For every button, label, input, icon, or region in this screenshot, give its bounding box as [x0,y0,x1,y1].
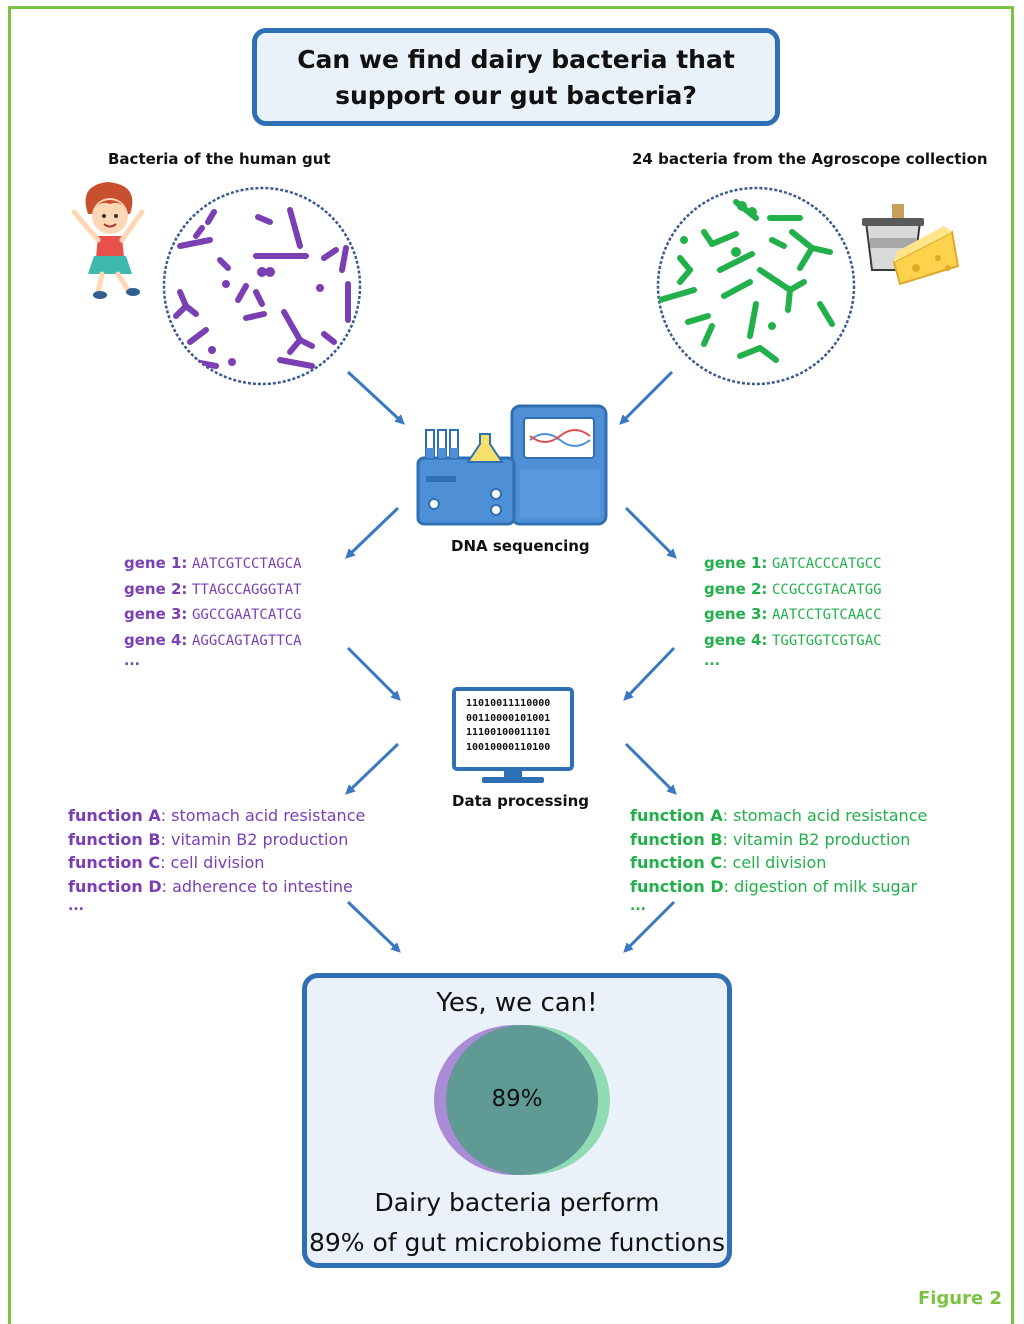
binary-line: 00110000101001 [466,712,551,724]
arrow-dairy-genes-to-processing [623,646,676,701]
arrow-processing-to-dairy-functions [624,742,677,795]
function-desc: : stomach acid resistance [160,806,366,825]
function-desc: : vitamin B2 production [160,829,349,849]
result-caption-line2: 89% of gut microbiome functions [308,1228,726,1257]
flow-arrows [345,370,677,953]
sequencer-icon [416,404,608,526]
gene-sequence: TTAGCCAGGGTAT [192,581,302,598]
gene-sequence: AATCCTGTCAACC [772,607,882,623]
ellipsis: ... [704,653,720,669]
gut-gene-list: gene 1:AATCGTCCTAGCA gene 2:TTAGCCAGGGTA… [124,551,302,669]
ellipsis: ... [630,898,646,914]
gene-label: gene 4: [124,630,188,649]
gene-label: gene 2: [124,579,188,598]
binary-line: 11010011110000 [466,698,551,709]
overlap-percent: 89% [491,1086,543,1112]
function-desc: : vitamin B2 production [722,829,911,849]
gene-sequence: AATCGTCCTAGCA [192,556,302,572]
list-item: function D: digestion of milk sugar [630,875,927,899]
list-item: gene 1:GATCACCCATGCC [704,551,882,577]
function-desc: : cell division [722,853,827,872]
gut-bacteria-circle [162,186,362,386]
arrow-processing-to-gut-functions [345,742,400,795]
list-item: gene 2:TTAGCCAGGGTAT [124,577,302,603]
figure-frame [8,6,1014,1324]
list-item: function C: cell division [630,851,927,875]
arrow-dairy-functions-to-result [623,900,676,953]
list-item: function B: vitamin B2 production [630,828,927,852]
binary-line: 10010000110100 [466,741,551,753]
gut-function-list: function A: stomach acid resistance func… [68,804,365,914]
arrow-sequencer-to-dairy-genes [624,506,677,559]
arrow-sequencer-to-gut-genes [345,506,400,559]
gene-sequence: TGGTGGTCGTGAC [772,632,882,649]
venn-diagram [434,1025,610,1175]
venn-overlap [446,1025,598,1175]
arrow-gut-to-sequencer [346,370,405,425]
gene-label: gene 2: [704,579,768,598]
gene-label: gene 3: [124,605,188,623]
function-desc: : cell division [160,853,265,872]
gene-label: gene 4: [704,630,768,649]
title-text: Can we find dairy bacteria that support … [297,45,735,110]
result-caption-line1: Dairy bacteria perform [374,1188,660,1217]
dairy-header: 24 bacteria from the Agroscope collectio… [632,150,988,168]
gene-label: gene 3: [704,605,768,623]
arrow-gut-functions-to-result [346,900,401,953]
list-item: gene 4:TGGTGGTCGTGAC [704,628,882,654]
gene-label: gene 1: [124,554,188,572]
list-item: function C: cell division [68,851,365,875]
function-name: function C [630,853,723,872]
function-desc: : adherence to intestine [161,876,353,896]
gene-sequence: GGCCGAATCATCG [192,607,302,623]
gene-sequence: GATCACCCATGCC [772,556,882,572]
list-item: function A: stomach acid resistance [630,804,927,828]
sequencing-label: DNA sequencing [451,537,590,555]
computer-monitor-icon [452,687,574,783]
function-name: function D [630,876,724,896]
binary-display: 11010011110000 00110000101001 1110010001… [466,697,550,755]
arrow-gut-genes-to-processing [346,646,401,701]
child-icon [71,182,145,299]
function-name: function C [68,853,161,872]
list-item: function D: adherence to intestine [68,875,365,899]
function-desc: : stomach acid resistance [722,806,928,825]
arrow-dairy-to-sequencer [619,370,674,425]
ellipsis: ... [68,898,84,914]
result-heading: Yes, we can! [436,988,598,1018]
gene-sequence: CCGCCGTACATGG [772,581,882,598]
list-item: function A: stomach acid resistance [68,804,365,828]
list-item: gene 3:AATCCTGTCAACC [704,602,882,628]
dairy-gene-list: gene 1:GATCACCCATGCC gene 2:CCGCCGTACATG… [704,551,882,669]
title-box: Can we find dairy bacteria that support … [252,28,780,126]
list-item: function B: vitamin B2 production [68,828,365,852]
list-item: gene 1:AATCGTCCTAGCA [124,551,302,577]
gene-label: gene 1: [704,554,768,572]
function-name: function B [630,829,723,849]
ellipsis: ... [124,653,140,669]
list-item: gene 3:GGCCGAATCATCG [124,602,302,628]
function-name: function D [68,876,162,896]
figure-label: Figure 2 [917,1288,1002,1309]
binary-line: 11100100011101 [466,727,551,738]
list-item: gene 4:AGGCAGTAGTTCA [124,628,302,654]
function-name: function B [68,829,161,849]
gene-sequence: AGGCAGTAGTTCA [192,632,302,649]
list-item: gene 2:CCGCCGTACATGG [704,577,882,603]
gut-header: Bacteria of the human gut [108,150,331,168]
function-name: function A [68,806,161,825]
result-box: Yes, we can! 89% Dairy bacteria perform … [302,973,732,1268]
function-desc: : digestion of milk sugar [723,876,918,896]
cheese-icon [892,226,960,286]
processing-label: Data processing [452,792,590,810]
dairy-function-list: function A: stomach acid resistance func… [630,804,927,914]
dairy-bacteria-circle [656,186,856,386]
function-name: function A [630,806,723,825]
